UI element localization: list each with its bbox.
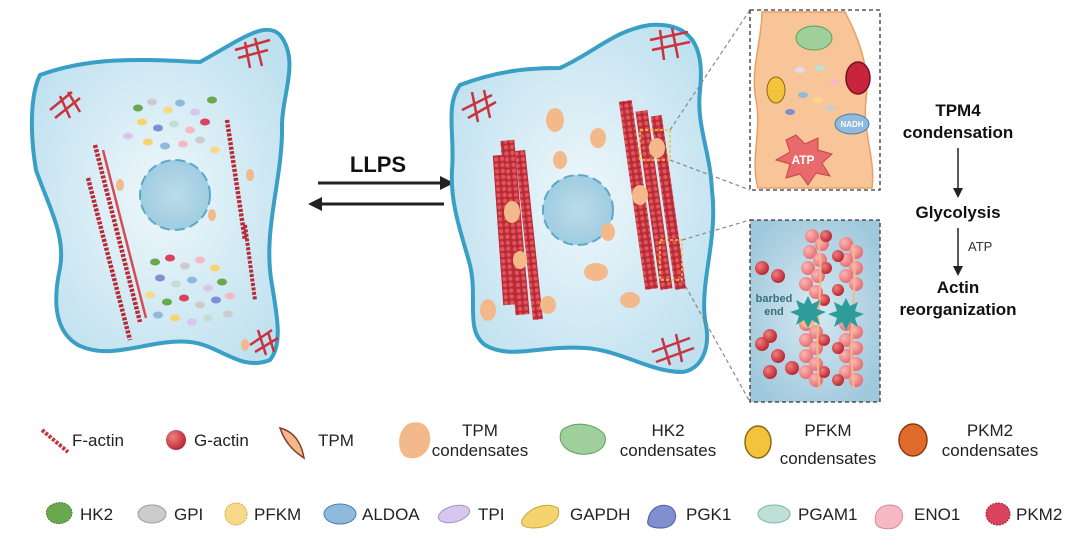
legend-tpi-label: TPI <box>478 505 504 524</box>
pfkm-condensate-icon <box>744 425 772 459</box>
legend-pkm2-condensates-line2: condensates <box>942 441 1038 460</box>
legend-g-actin-label: G-actin <box>194 431 249 450</box>
legend-tpm-condensates-line2: condensates <box>432 441 528 460</box>
pfkm-icon <box>224 502 248 526</box>
barbed-end-label-1: barbed <box>756 293 793 305</box>
left-enzymes-top <box>123 96 220 154</box>
aldoa-icon <box>323 503 357 525</box>
legend-tpm-condensates: TPM condensates <box>399 421 528 460</box>
tpm-icon <box>278 426 306 460</box>
zoom-panel-glycolysis: NADH ATP <box>749 9 881 191</box>
pgk1-icon <box>647 504 677 529</box>
pkm2-icon <box>985 502 1011 526</box>
legend-pkm2-condensates: PKM2 condensates <box>898 421 1038 460</box>
legend-pfkm-condensates-line1: PFKM <box>804 421 851 440</box>
legend-tpi: TPI <box>437 504 504 524</box>
pathway-flow: TPM4 condensation Glycolysis ATP Actin r… <box>899 101 1016 319</box>
legend-pfkm: PFKM <box>224 502 301 526</box>
filament-1 <box>799 229 832 387</box>
legend-gpi: GPI <box>137 504 203 524</box>
gapdh-icon <box>521 504 560 529</box>
atp-burst <box>774 134 834 186</box>
legend-hk2: HK2 <box>45 502 113 525</box>
zoom-source-bottom <box>659 239 683 281</box>
flow-step1-line2: condensation <box>903 123 1014 142</box>
left-enzymes-bottom <box>145 254 235 326</box>
g-actin-icon <box>166 430 186 450</box>
legend-gpi-label: GPI <box>174 505 203 524</box>
right-tpm-condensates <box>480 108 665 321</box>
legend-row-2: HK2 GPI PFKM ALDOA TPI GAPDH PGK1 PGAM1 <box>45 502 1062 530</box>
legend-f-actin-label: F-actin <box>72 431 124 450</box>
legend-row-1: F-actin G-actin TPM TPM condensates HK2 … <box>40 421 1038 468</box>
flow-step3-line1: Actin <box>937 278 980 297</box>
eno1-icon <box>874 504 903 530</box>
flow-step1-line1: TPM4 <box>935 101 981 120</box>
legend-aldoa-label: ALDOA <box>362 505 420 524</box>
nadh-label: NADH <box>840 120 863 129</box>
legend-gapdh-label: GAPDH <box>570 505 630 524</box>
pkm2-condensate-icon <box>898 423 928 457</box>
tpi-icon <box>437 504 471 524</box>
tpm-condensate-icon <box>399 422 431 459</box>
left-cell-nucleus <box>139 159 211 231</box>
left-actin-fibers <box>85 119 257 341</box>
legend-pfkm-condensates: PFKM condensates <box>744 421 876 468</box>
zoom-connectors <box>669 9 751 403</box>
legend-pgam1-label: PGAM1 <box>798 505 858 524</box>
left-tpm-condensates <box>116 169 254 351</box>
barbed-end-star-1 <box>790 296 826 328</box>
legend-f-actin: F-actin <box>40 428 124 454</box>
legend-hk2-condensates-line1: HK2 <box>651 421 684 440</box>
legend-pfkm-condensates-line2: condensates <box>780 449 876 468</box>
legend-gapdh: GAPDH <box>521 504 630 529</box>
legend-eno1: ENO1 <box>874 504 960 530</box>
right-corner-actin <box>461 27 695 366</box>
legend-hk2-condensates-line2: condensates <box>620 441 716 460</box>
atp-label-zoom: ATP <box>791 153 814 167</box>
free-g-actin <box>755 261 799 379</box>
filament-2 <box>832 237 863 387</box>
zoom-source-top <box>639 129 671 161</box>
legend-tpm-label: TPM <box>318 431 354 450</box>
legend-pgam1: PGAM1 <box>757 504 858 524</box>
legend-eno1-label: ENO1 <box>914 505 960 524</box>
legend-pkm2-label: PKM2 <box>1016 505 1062 524</box>
legend-pfkm-label: PFKM <box>254 505 301 524</box>
left-cell <box>29 27 292 366</box>
flow-step2: Glycolysis <box>915 203 1000 222</box>
hk2-icon <box>45 502 73 525</box>
barbed-end-label-2: end <box>764 306 784 318</box>
hk2-condensate-icon <box>559 423 606 455</box>
right-cell-nucleus <box>542 174 614 246</box>
f-actin-icon <box>40 428 70 454</box>
barbed-end-star-2 <box>828 298 864 330</box>
flow-atp-label: ATP <box>968 239 992 254</box>
llps-arrows: LLPS <box>308 152 454 211</box>
legend-pgk1-label: PGK1 <box>686 505 731 524</box>
legend-pkm2-condensates-line1: PKM2 <box>967 421 1013 440</box>
left-corner-actin <box>49 37 279 356</box>
right-cell <box>449 22 716 375</box>
legend-hk2-condensates: HK2 condensates <box>559 421 716 460</box>
legend-aldoa: ALDOA <box>323 503 420 525</box>
legend-pgk1: PGK1 <box>647 504 731 529</box>
legend-tpm: TPM <box>278 426 354 460</box>
pgam1-icon <box>757 504 791 524</box>
gpi-icon <box>137 504 167 524</box>
zoom-panel-actin: barbed end <box>749 219 881 403</box>
legend-g-actin: G-actin <box>166 430 249 450</box>
legend-hk2-label: HK2 <box>80 505 113 524</box>
llps-label: LLPS <box>350 152 406 177</box>
legend-pkm2: PKM2 <box>985 502 1062 526</box>
legend-tpm-condensates-line1: TPM <box>462 421 498 440</box>
flow-step3-line2: reorganization <box>899 300 1016 319</box>
